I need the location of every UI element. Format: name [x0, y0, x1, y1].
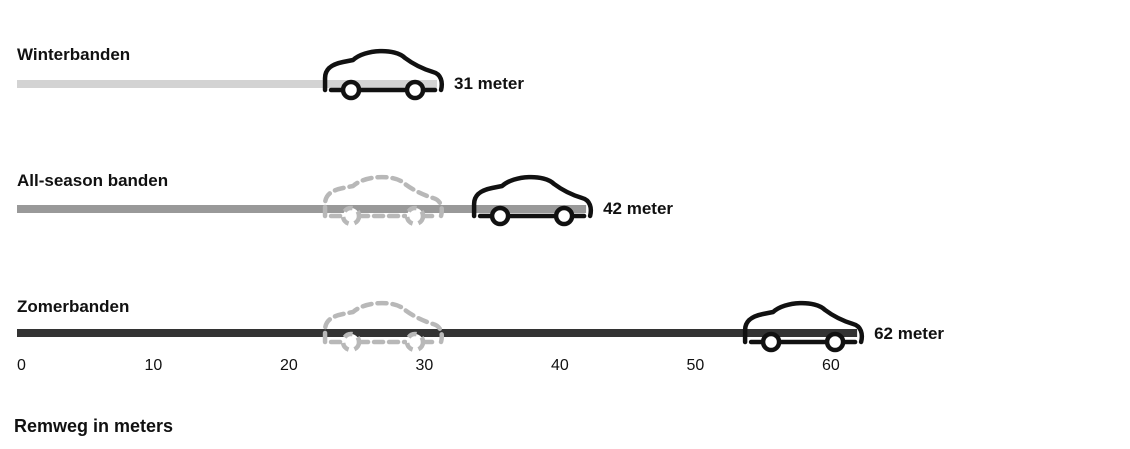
cars: [325, 51, 862, 350]
value-label-summer: 62 meter: [874, 324, 944, 343]
x-tick-20: 20: [280, 357, 298, 374]
bar-winter: [17, 80, 438, 88]
x-axis-title: Remweg in meters: [14, 416, 173, 436]
ghost-car-icon: [325, 303, 442, 350]
x-axis-ticks: 0 10 20 30 40 50 60: [17, 357, 840, 374]
value-label-winter: 31 meter: [454, 74, 524, 93]
category-labels: Winterbanden All-season banden Zomerband…: [17, 45, 168, 316]
bar-summer: [17, 329, 858, 337]
category-label-winter: Winterbanden: [17, 45, 130, 64]
x-tick-30: 30: [416, 357, 434, 374]
x-tick-40: 40: [551, 357, 569, 374]
value-label-all-season: 42 meter: [603, 199, 673, 218]
category-label-all-season: All-season banden: [17, 171, 168, 190]
value-labels: 31 meter 42 meter 62 meter: [454, 74, 944, 343]
category-label-summer: Zomerbanden: [17, 297, 129, 316]
ghost-car-icon: [325, 177, 442, 224]
car-icon: [474, 177, 591, 224]
x-tick-0: 0: [17, 357, 26, 374]
car-icon: [745, 303, 862, 350]
x-tick-10: 10: [145, 357, 163, 374]
x-tick-50: 50: [687, 357, 705, 374]
x-tick-60: 60: [822, 357, 840, 374]
bars: [17, 80, 858, 337]
bar-all-season: [17, 205, 587, 213]
car-icon: [325, 51, 442, 98]
